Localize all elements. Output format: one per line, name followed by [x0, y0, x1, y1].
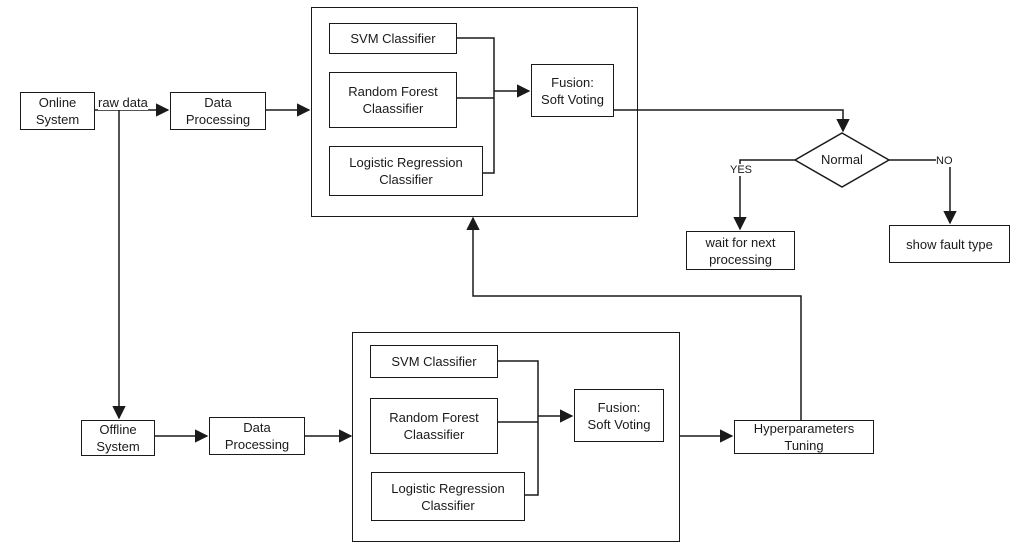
online-fusion-box: Fusion: Soft Voting — [531, 64, 614, 117]
offline-svm-box: SVM Classifier — [370, 345, 498, 378]
fault-box: show fault type — [889, 225, 1010, 263]
arrow-fusion-to-decision — [614, 109, 850, 133]
online-rf-box: Random Forest Claassifier — [329, 72, 457, 128]
offline-fusion-box: Fusion: Soft Voting — [574, 389, 664, 442]
online-rf-label: Random Forest Claassifier — [348, 84, 438, 116]
arrow-tuning-feedback — [466, 216, 802, 420]
offline-lr-box: Logistic Regression Classifier — [371, 472, 525, 521]
online-data-processing-box: Data Processing — [170, 92, 266, 130]
offline-data-processing-box: Data Processing — [209, 417, 305, 455]
line-online-lr — [483, 98, 495, 174]
online-ensemble-container — [311, 7, 638, 217]
raw-data-label: raw data — [98, 95, 148, 110]
offline-data-processing-label: Data Processing — [224, 420, 290, 452]
offline-system-box: Offline System — [81, 420, 155, 456]
wait-label: wait for next processing — [705, 234, 776, 267]
wait-box: wait for next processing — [686, 231, 795, 270]
hyperparameter-tuning-box: Hyperparameters Tuning — [734, 420, 874, 454]
offline-system-label: Offline System — [96, 422, 140, 454]
offline-svm-label: SVM Classifier — [391, 354, 477, 369]
decision-diamond — [793, 132, 891, 188]
arrow-no — [889, 159, 957, 225]
online-svm-box: SVM Classifier — [329, 23, 457, 54]
hyperparameter-tuning-label: Hyperparameters Tuning — [753, 421, 855, 453]
line-online-svm — [457, 37, 495, 98]
online-system-box: Online System — [20, 92, 95, 130]
yes-label: YES — [730, 164, 753, 176]
offline-rf-label: Random Forest Claassifier — [389, 410, 479, 442]
no-label: NO — [936, 155, 953, 167]
online-fusion-label: Fusion: Soft Voting — [541, 74, 604, 107]
line-offline-svm — [498, 360, 539, 422]
offline-rf-box: Random Forest Claassifier — [370, 398, 498, 454]
online-svm-label: SVM Classifier — [350, 31, 436, 46]
online-lr-label: Logistic Regression Classifier — [349, 155, 463, 187]
offline-ensemble-container — [352, 332, 680, 542]
online-lr-box: Logistic Regression Classifier — [329, 146, 483, 196]
online-system-label: Online System — [35, 95, 80, 127]
offline-lr-label: Logistic Regression Classifier — [391, 480, 505, 513]
arrow-yes — [733, 159, 795, 231]
online-data-processing-label: Data Processing — [185, 95, 251, 127]
decision-label: Normal — [821, 152, 863, 167]
fault-label: show fault type — [906, 236, 993, 252]
line-offline-lr — [525, 422, 539, 496]
offline-fusion-label: Fusion: Soft Voting — [587, 399, 651, 432]
